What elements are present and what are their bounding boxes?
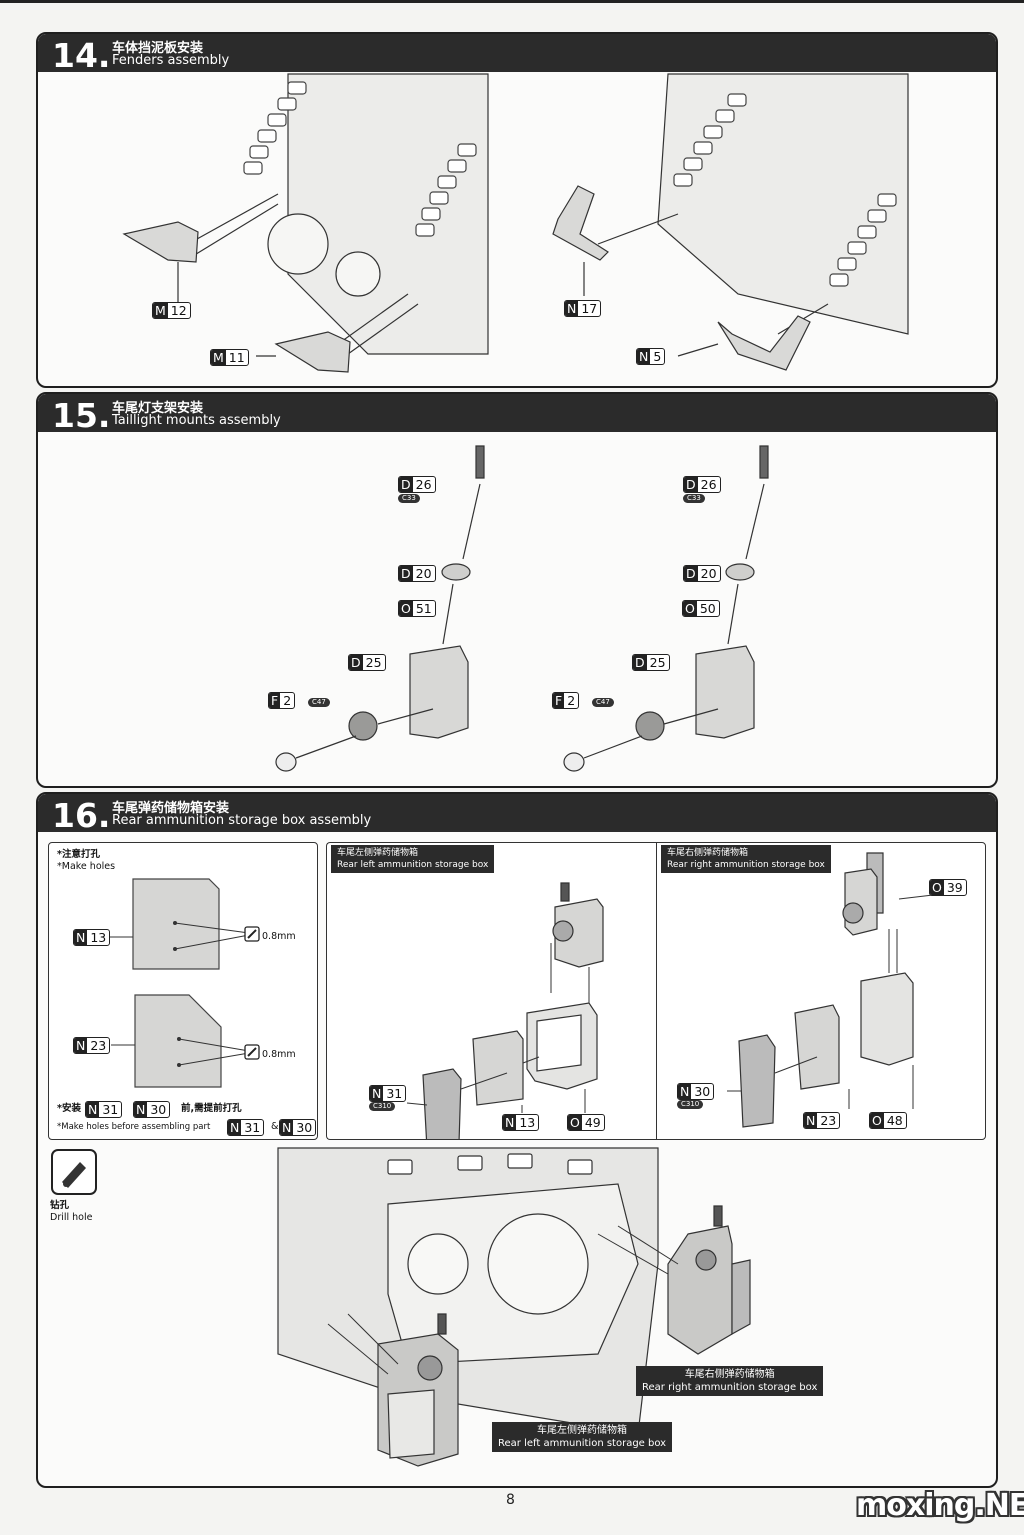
- right-box-title-cn: 车尾右侧弹药储物箱: [667, 848, 749, 858]
- right-box-illustration: [727, 852, 934, 1128]
- color-badge: C47: [308, 698, 330, 707]
- left-box-title-en: Rear left ammunition storage box: [337, 860, 489, 870]
- note-pre-cn: *安装: [57, 1103, 81, 1114]
- watermark: moxing.NET: [856, 1488, 1024, 1523]
- step-number: 15.: [52, 396, 111, 435]
- step-title-cn: 车体挡泥板安装: [112, 41, 204, 56]
- step-number: 16.: [52, 796, 111, 835]
- step-title-cn: 车尾灯支架安装: [112, 401, 204, 416]
- drill-icon: [51, 1149, 97, 1195]
- drill-size: 0.8mm: [262, 1049, 296, 1060]
- right-box-title: 车尾右侧弹药储物箱 Rear right ammunition storage …: [661, 845, 831, 873]
- drill-hole-legend: 钻孔 Drill hole: [50, 1148, 110, 1228]
- left-box-illustration: [406, 882, 604, 1139]
- left-box-title-cn: 车尾左侧弹药储物箱: [337, 848, 419, 858]
- drill-size: 0.8mm: [262, 931, 296, 942]
- step-header: 16. 车尾弹药储物箱安装 Rear ammunition storage bo…: [38, 794, 996, 835]
- step-header: 15. 车尾灯支架安装 Taillight mounts assembly: [38, 394, 996, 435]
- color-badge: C310: [677, 1100, 704, 1109]
- callout-right-box: 车尾右侧弹药储物箱 Rear right ammunition storage …: [636, 1366, 824, 1396]
- step-number: 14.: [52, 36, 111, 75]
- drill-en: Drill hole: [50, 1212, 93, 1223]
- page-number: 8: [506, 1492, 515, 1508]
- fenders-illustration: [122, 73, 909, 373]
- step-title-en: Taillight mounts assembly: [112, 413, 281, 428]
- color-badge: C33: [398, 494, 420, 503]
- top-rule: [0, 0, 1024, 3]
- step-16-panel: 16. 车尾弹药储物箱安装 Rear ammunition storage bo…: [36, 792, 998, 1488]
- note-pre-cn2: 前,需提前打孔: [181, 1103, 242, 1114]
- left-box-panel: 车尾左侧弹药储物箱 Rear left ammunition storage b…: [326, 842, 657, 1140]
- final-assembly-illustration: [277, 1147, 751, 1467]
- right-box-title-en: Rear right ammunition storage box: [667, 860, 825, 870]
- callout-left-box: 车尾左侧弹药储物箱 Rear left ammunition storage b…: [492, 1422, 673, 1452]
- note-pre-en: *Make holes before assembling part: [57, 1122, 211, 1132]
- drill-cn: 钻孔: [50, 1200, 70, 1211]
- step-title-cn: 车尾弹药储物箱安装: [112, 801, 230, 816]
- color-badge: C47: [592, 698, 614, 707]
- drill-template-illustration: [109, 878, 260, 1088]
- taillight-illustration: [275, 445, 769, 772]
- step-title-en: Fenders assembly: [112, 53, 230, 68]
- step-header: 14. 车体挡泥板安装 Fenders assembly: [38, 34, 996, 75]
- note-cn: *注意打孔: [57, 849, 100, 860]
- color-badge: C33: [683, 494, 705, 503]
- step-15-panel: 15. 车尾灯支架安装 Taillight mounts assembly: [36, 392, 998, 788]
- step-14-panel: 14. 车体挡泥板安装 Fenders assembly: [36, 32, 998, 388]
- note-en: *Make holes: [57, 861, 116, 872]
- right-box-panel: 车尾右侧弹药储物箱 Rear right ammunition storage …: [656, 842, 986, 1140]
- left-box-title: 车尾左侧弹药储物箱 Rear left ammunition storage b…: [331, 845, 495, 873]
- step-title-en: Rear ammunition storage box assembly: [112, 813, 372, 828]
- color-badge: C310: [369, 1102, 396, 1111]
- ampersand: &: [271, 1121, 279, 1132]
